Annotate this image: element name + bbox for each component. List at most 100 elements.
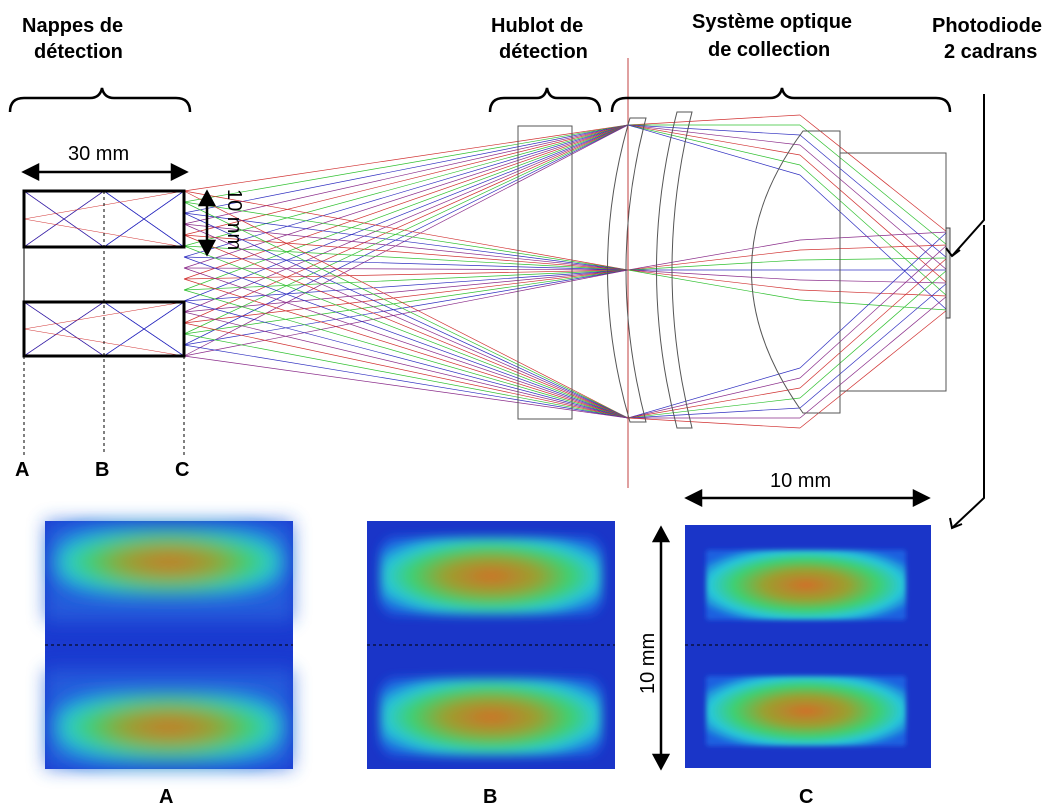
plane-A-label: A xyxy=(15,459,29,481)
image-B xyxy=(367,521,615,769)
nappes-title-2: détection xyxy=(34,41,123,63)
ray-trace xyxy=(23,114,948,429)
photodiode-title-1: Photodiode xyxy=(932,15,1042,37)
ray xyxy=(183,322,629,419)
dim-label-10mm-sheets: 10 mm xyxy=(223,189,245,250)
ray xyxy=(183,333,629,419)
ray xyxy=(799,257,948,261)
ray xyxy=(183,278,629,419)
ray xyxy=(799,289,948,297)
ray xyxy=(183,190,629,271)
ray xyxy=(627,239,801,271)
ray xyxy=(183,267,629,271)
ray xyxy=(799,124,948,246)
detection-sheets xyxy=(22,189,186,455)
ray xyxy=(183,124,629,258)
ray xyxy=(23,190,105,248)
ray xyxy=(183,269,629,346)
image-C xyxy=(685,525,931,768)
ray xyxy=(183,124,629,269)
ray xyxy=(627,269,801,291)
dim-label-10mm-detector-height: 10 mm xyxy=(637,633,659,694)
systeme-title-1: Système optique xyxy=(692,11,852,33)
ray xyxy=(627,269,801,301)
image-A-label: A xyxy=(159,786,173,808)
ray xyxy=(183,256,629,271)
image-A xyxy=(45,521,293,769)
ray xyxy=(183,124,629,203)
ray xyxy=(799,309,948,429)
dim-label-10mm-detector-width: 10 mm xyxy=(770,470,831,492)
ray xyxy=(183,300,629,419)
ray xyxy=(183,201,629,271)
ray xyxy=(183,124,629,346)
ray xyxy=(183,124,629,357)
ray xyxy=(183,190,629,419)
ray xyxy=(183,201,629,419)
ray xyxy=(183,355,629,419)
systeme-title-2: de collection xyxy=(708,39,830,61)
ray xyxy=(627,417,801,429)
ray xyxy=(799,231,948,241)
ray xyxy=(183,124,629,225)
ray xyxy=(627,259,801,271)
hublot-title-1: Hublot de xyxy=(491,15,583,37)
ray xyxy=(183,124,629,335)
ray xyxy=(799,257,948,389)
ray xyxy=(627,124,801,156)
ray xyxy=(627,114,801,126)
lens-3 xyxy=(751,130,841,414)
nappes-title-1: Nappes de xyxy=(22,15,123,37)
ray xyxy=(799,282,948,409)
brace-hublot xyxy=(488,87,602,113)
ray xyxy=(799,279,948,284)
ray xyxy=(183,234,629,419)
ray xyxy=(23,301,185,330)
ray xyxy=(183,223,629,419)
ray xyxy=(183,269,629,357)
ray xyxy=(627,124,801,166)
image-B-label: B xyxy=(483,786,497,808)
ray xyxy=(183,269,629,302)
ray xyxy=(627,249,801,271)
ray xyxy=(627,124,801,176)
ray xyxy=(799,299,948,311)
dim-arrow-30mm xyxy=(21,162,189,182)
ray xyxy=(183,124,629,280)
ray xyxy=(799,269,948,399)
ray xyxy=(799,114,948,233)
ray xyxy=(627,387,801,419)
ray xyxy=(627,124,801,136)
ray xyxy=(183,124,629,192)
ray xyxy=(799,295,948,419)
ray xyxy=(799,244,948,251)
ray xyxy=(627,269,801,281)
ray xyxy=(799,244,948,379)
ray xyxy=(799,231,948,369)
ray xyxy=(23,301,105,357)
ray xyxy=(183,124,629,291)
lens-2 xyxy=(656,111,693,429)
ray xyxy=(183,311,629,419)
ray xyxy=(799,164,948,297)
ray xyxy=(183,344,629,419)
ray xyxy=(183,256,629,419)
ray xyxy=(183,212,629,419)
ray xyxy=(183,245,629,271)
hublot-title-2: détection xyxy=(499,41,588,63)
ray xyxy=(183,245,629,419)
photodiode-title-2: 2 cadrans xyxy=(944,41,1037,63)
ray xyxy=(627,124,801,146)
ray xyxy=(183,269,629,280)
brace-nappes xyxy=(8,87,192,113)
dim-label-30mm: 30 mm xyxy=(68,143,129,165)
plane-B-label: B xyxy=(95,459,109,481)
dim-arrow-10mm-detector-height xyxy=(651,525,671,771)
ray xyxy=(799,144,948,271)
ray xyxy=(183,269,629,313)
dim-arrow-10mm-detector-width xyxy=(684,488,931,508)
ray xyxy=(799,154,948,284)
ray xyxy=(627,397,801,419)
ray xyxy=(183,269,629,291)
